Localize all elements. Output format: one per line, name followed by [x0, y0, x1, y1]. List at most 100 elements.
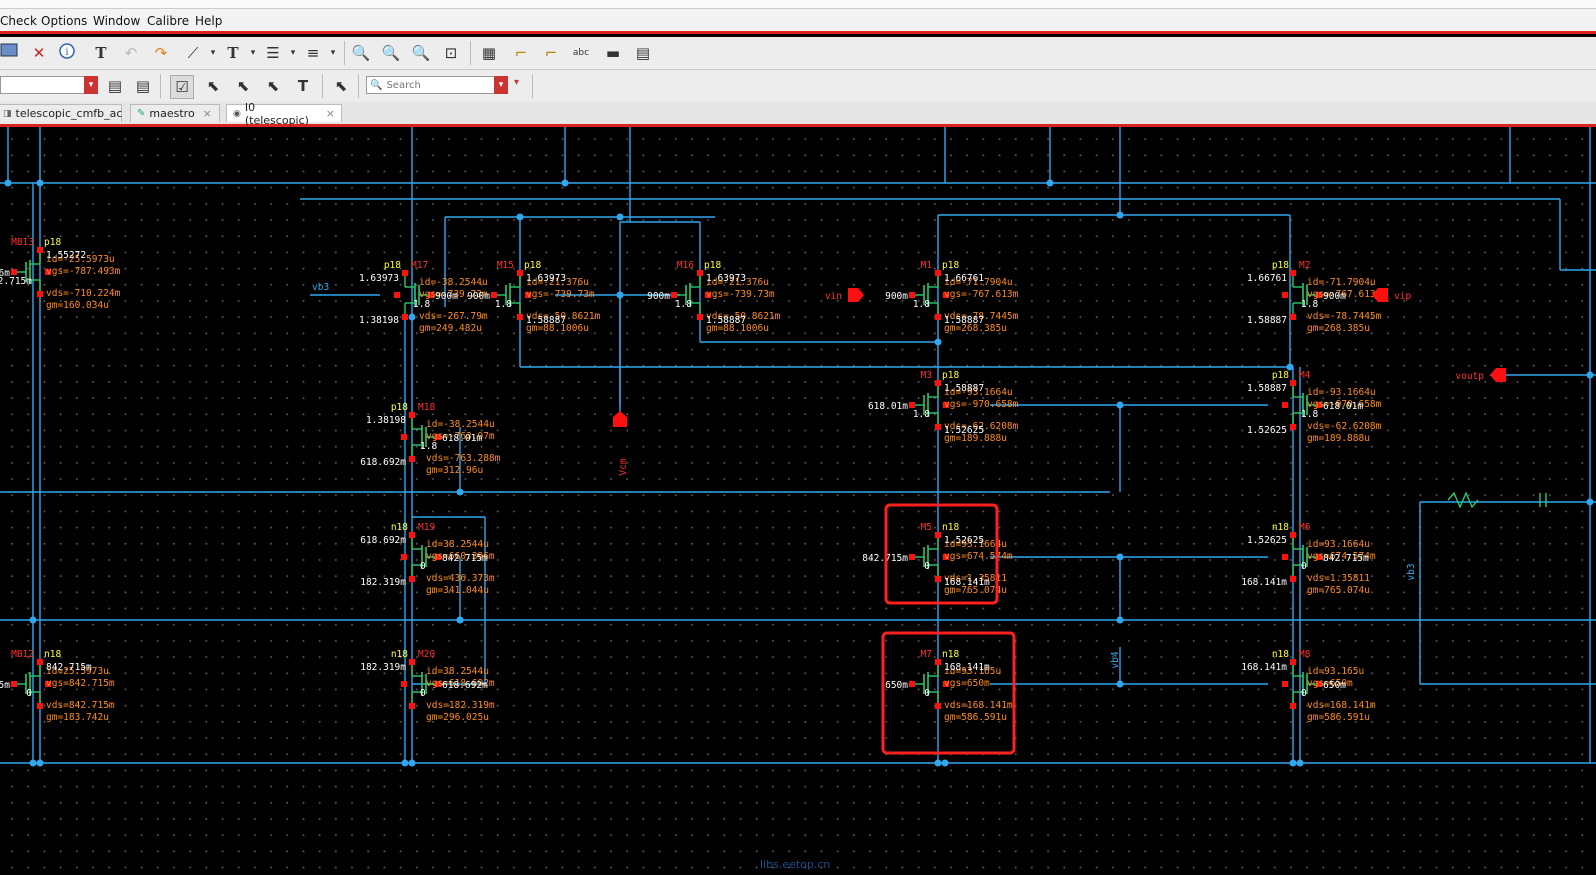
- chevron-down-icon[interactable]: ▾: [250, 48, 256, 58]
- zoom-fit-icon[interactable]: [0, 42, 22, 64]
- pin-vin[interactable]: [848, 288, 864, 302]
- node-voltage: 1.63973: [706, 273, 746, 284]
- device-pin: [1282, 402, 1288, 408]
- menu-options[interactable]: Options: [41, 14, 88, 28]
- tab-i0-telescopic[interactable]: ◉ I0 (telescopic) ×: [226, 101, 342, 127]
- label-icon[interactable]: T: [227, 44, 239, 62]
- transistor-mb12[interactable]: [11, 659, 51, 709]
- pin-icon[interactable]: ▬: [605, 44, 621, 62]
- menu-window[interactable]: Window: [93, 14, 141, 28]
- search-input[interactable]: [384, 78, 479, 92]
- transistor-m5[interactable]: [909, 532, 949, 582]
- filter-remove-icon[interactable]: ▤: [135, 77, 151, 95]
- node-voltage: 842.715m: [1323, 553, 1369, 564]
- junction-dot: [1286, 363, 1294, 371]
- svg-text:i: i: [65, 47, 68, 58]
- wire-icon[interactable]: ⌐: [514, 44, 528, 62]
- pin-vcm[interactable]: [613, 411, 627, 427]
- search-box[interactable]: 🔍: [366, 76, 496, 94]
- op-param: vds=-763.288m: [426, 453, 501, 464]
- pin-vip[interactable]: [1372, 288, 1388, 302]
- device-pin: [517, 314, 523, 320]
- device-pin: [1290, 659, 1296, 665]
- node-voltage: 168.141m: [1241, 577, 1287, 588]
- transistor-m4[interactable]: [1282, 380, 1322, 430]
- select-text-icon[interactable]: T: [297, 77, 309, 95]
- node-voltage: 168.141m: [944, 577, 990, 588]
- menu-calibre[interactable]: Calibre: [147, 14, 190, 28]
- transistor-m15[interactable]: [491, 270, 531, 320]
- add-instance-icon[interactable]: ▦: [481, 44, 497, 62]
- select-instance-icon[interactable]: ⬉: [206, 77, 220, 95]
- transistor-mb13[interactable]: [11, 247, 51, 297]
- pin-voutp[interactable]: [1490, 368, 1506, 382]
- menu-check[interactable]: Check: [0, 14, 37, 28]
- menu-help[interactable]: Help: [195, 14, 223, 28]
- transistor-m8[interactable]: [1282, 659, 1322, 709]
- wire-draw-icon[interactable]: ⟋: [187, 44, 199, 62]
- transistor-m18[interactable]: [401, 412, 441, 462]
- op-param: gm=341.044u: [426, 585, 489, 596]
- junction-dot: [408, 759, 416, 767]
- chevron-down-icon[interactable]: ▾: [210, 48, 216, 58]
- delete-icon[interactable]: ✕: [32, 44, 46, 62]
- chevron-down-icon[interactable]: ▾: [330, 48, 336, 58]
- node-voltage: 650m: [1323, 680, 1346, 691]
- node-voltage: 715m: [0, 680, 10, 691]
- junction-dot: [1586, 498, 1594, 506]
- undo-icon[interactable]: ↶: [124, 44, 138, 62]
- chevron-down-icon[interactable]: ▾: [514, 77, 520, 88]
- close-icon[interactable]: ×: [202, 107, 212, 120]
- transistor-m3[interactable]: [909, 380, 949, 430]
- zoom-select-icon[interactable]: 🔍: [411, 44, 431, 62]
- chevron-down-icon[interactable]: ▾: [84, 76, 98, 94]
- node-voltage: 1.58887: [944, 315, 984, 326]
- align-icon[interactable]: ☰: [266, 44, 280, 62]
- op-param: id=-38.2544u: [419, 277, 488, 288]
- device-pin: [1282, 681, 1288, 687]
- device-name: M7: [921, 649, 932, 660]
- label-abc-icon[interactable]: abc: [572, 48, 590, 58]
- tab-maestro[interactable]: ✎ maestro ×: [130, 104, 220, 122]
- device-pin: [517, 270, 523, 276]
- junction-dot: [1586, 371, 1594, 379]
- tab-telescopic-cmfb-ac[interactable]: ◨ telescopic_cmfb_ac ×: [0, 104, 140, 122]
- tab-label: maestro: [149, 107, 195, 120]
- junction-dot: [401, 759, 409, 767]
- text-property-icon[interactable]: T: [95, 44, 107, 62]
- transistor-m17[interactable]: [394, 270, 434, 320]
- select-pointer-icon[interactable]: ⬉: [236, 77, 250, 95]
- chevron-down-icon[interactable]: ▾: [290, 48, 296, 58]
- chevron-down-icon[interactable]: ▾: [494, 76, 508, 94]
- transistor-m1[interactable]: [909, 270, 949, 320]
- distribute-icon[interactable]: ≡: [306, 44, 320, 62]
- zoom-out-icon[interactable]: 🔍: [381, 44, 401, 62]
- device-pin: [935, 703, 941, 709]
- device-pin: [909, 681, 915, 687]
- device-pin: [1316, 554, 1322, 560]
- transistor-m16[interactable]: [671, 270, 711, 320]
- info-icon[interactable]: i: [58, 42, 80, 64]
- zoom-fit-all-icon[interactable]: ⊡: [444, 44, 458, 62]
- device-pin: [402, 270, 408, 276]
- device-pin: [935, 576, 941, 582]
- select-mode-icon[interactable]: ☑: [170, 75, 194, 99]
- close-icon[interactable]: ×: [325, 107, 335, 120]
- transistor-m20[interactable]: [401, 659, 441, 709]
- zoom-in-icon[interactable]: 🔍: [351, 44, 371, 62]
- transistor-m6[interactable]: [1282, 532, 1322, 582]
- transistor-m7[interactable]: [909, 659, 949, 709]
- redo-icon[interactable]: ↷: [154, 44, 168, 62]
- transistor-m19[interactable]: [401, 532, 441, 582]
- property-sheet-icon[interactable]: ▤: [635, 44, 651, 62]
- wide-wire-icon[interactable]: ⌐: [544, 44, 558, 62]
- navigator-icon[interactable]: ⬉: [334, 77, 348, 95]
- filter-icon[interactable]: ▤: [107, 77, 123, 95]
- command-field[interactable]: [0, 76, 96, 94]
- select-area-icon[interactable]: ⬉: [266, 77, 280, 95]
- device-model: p18: [384, 260, 401, 271]
- device-pin: [45, 269, 51, 275]
- transistor-m2[interactable]: [1282, 270, 1322, 320]
